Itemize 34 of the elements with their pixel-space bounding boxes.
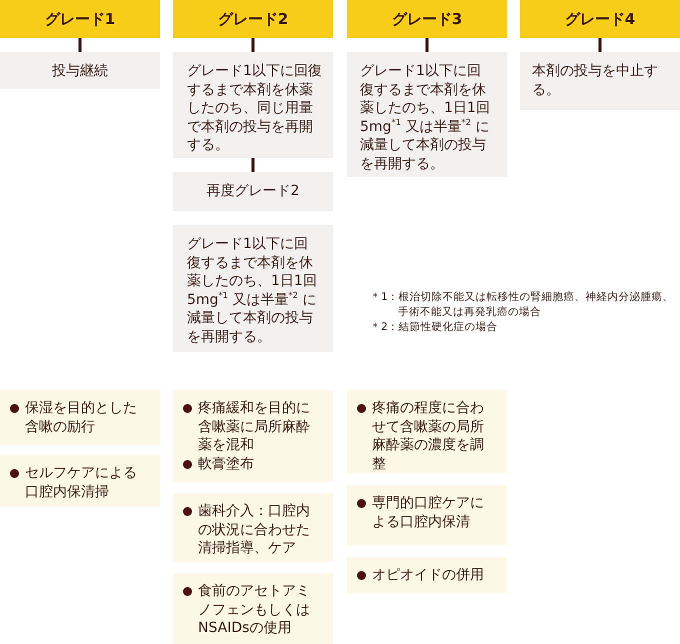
care-text: 疼痛の程度に合わせて含嗽薬の局所麻酔薬の濃度を調整 <box>372 399 485 473</box>
action-box: 本剤の投与を中止する。 <box>520 52 680 110</box>
action-box: グレード1以下に回復するまで本剤を休薬したのち、1日1回5mg$^{*1}$ 又は半量$^{*2}$ に減量して本剤の投与を再開する。 <box>347 52 507 177</box>
care-box <box>347 485 507 545</box>
care-text: 保湿を目的とした含嗽の励行 <box>25 399 138 436</box>
care-text: セルフケアによる口腔内保清掃 <box>25 464 138 501</box>
connector-line <box>426 38 428 52</box>
care-box <box>173 573 333 644</box>
care-box <box>173 390 333 482</box>
action-box: グレード1以下に回復するまで本剤を休薬したのち、1日1回5mg$^{*1}$ 又は半量$^{*2}$ に減量して本剤の投与を再開する。 <box>173 225 333 352</box>
connector-line <box>598 38 602 52</box>
care-text: 食前のアセトアミノフェンもしくはNSAIDsの使用 <box>198 582 311 638</box>
care-text: 疼痛緩和を目的に含嗽薬に局所麻酔薬を混和 <box>198 399 311 454</box>
connector-line <box>252 38 254 52</box>
connector-line <box>252 158 254 172</box>
care-text: 軟膏塗布 <box>198 454 254 473</box>
grade-header: グレード4 <box>520 0 680 38</box>
care-text: オピオイドの併用 <box>372 566 484 584</box>
action-box: 再度グレード2 <box>173 172 333 211</box>
care-box <box>347 557 507 593</box>
connector-line <box>78 38 82 52</box>
care-box <box>173 493 333 562</box>
grade-header: グレード2 <box>173 0 333 38</box>
care-text: 専門的口腔ケアによる口腔内保清 <box>372 494 485 531</box>
grade-header: グレード3 <box>347 0 507 38</box>
grade-header: グレード1 <box>0 0 160 38</box>
care-box <box>0 455 160 507</box>
care-text: 歯科介入：口腔内の状況に合わせた清掃指導、ケア <box>198 502 311 558</box>
footnote: ＊1：根治切除不能又は転移性の腎細胞癌、神経内分泌腫瘍、手術不能又は再発乳癌の場合 <box>370 290 675 320</box>
action-box: 投与継続 <box>0 52 160 89</box>
action-box: グレード1以下に回復するまで本剤を休薬したのち、同じ用量で本剤の投与を再開する。 <box>173 52 333 158</box>
care-box <box>0 390 160 445</box>
care-box <box>347 390 507 473</box>
footnote: ＊2：結節性硬化症の場合 <box>370 320 499 335</box>
